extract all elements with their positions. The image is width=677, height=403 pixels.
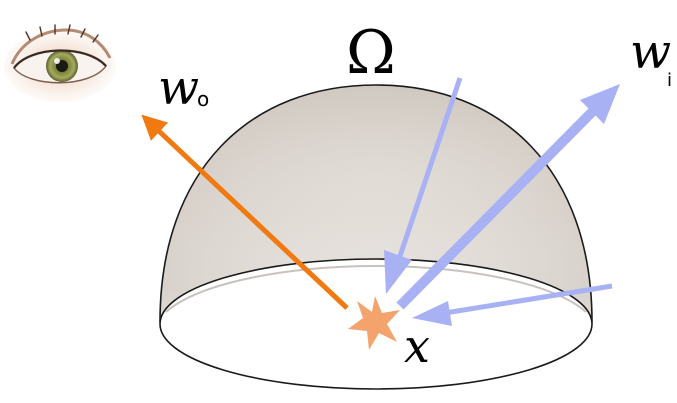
outgoing-label: w <box>158 60 199 116</box>
incoming-subscript: i <box>667 70 672 91</box>
incoming-label: w <box>630 24 671 80</box>
point-label: x <box>404 319 430 373</box>
outgoing-subscript: o <box>197 87 209 111</box>
hemisphere <box>160 85 592 389</box>
eye-icon <box>4 25 116 102</box>
domain-label: Ω <box>346 18 396 88</box>
